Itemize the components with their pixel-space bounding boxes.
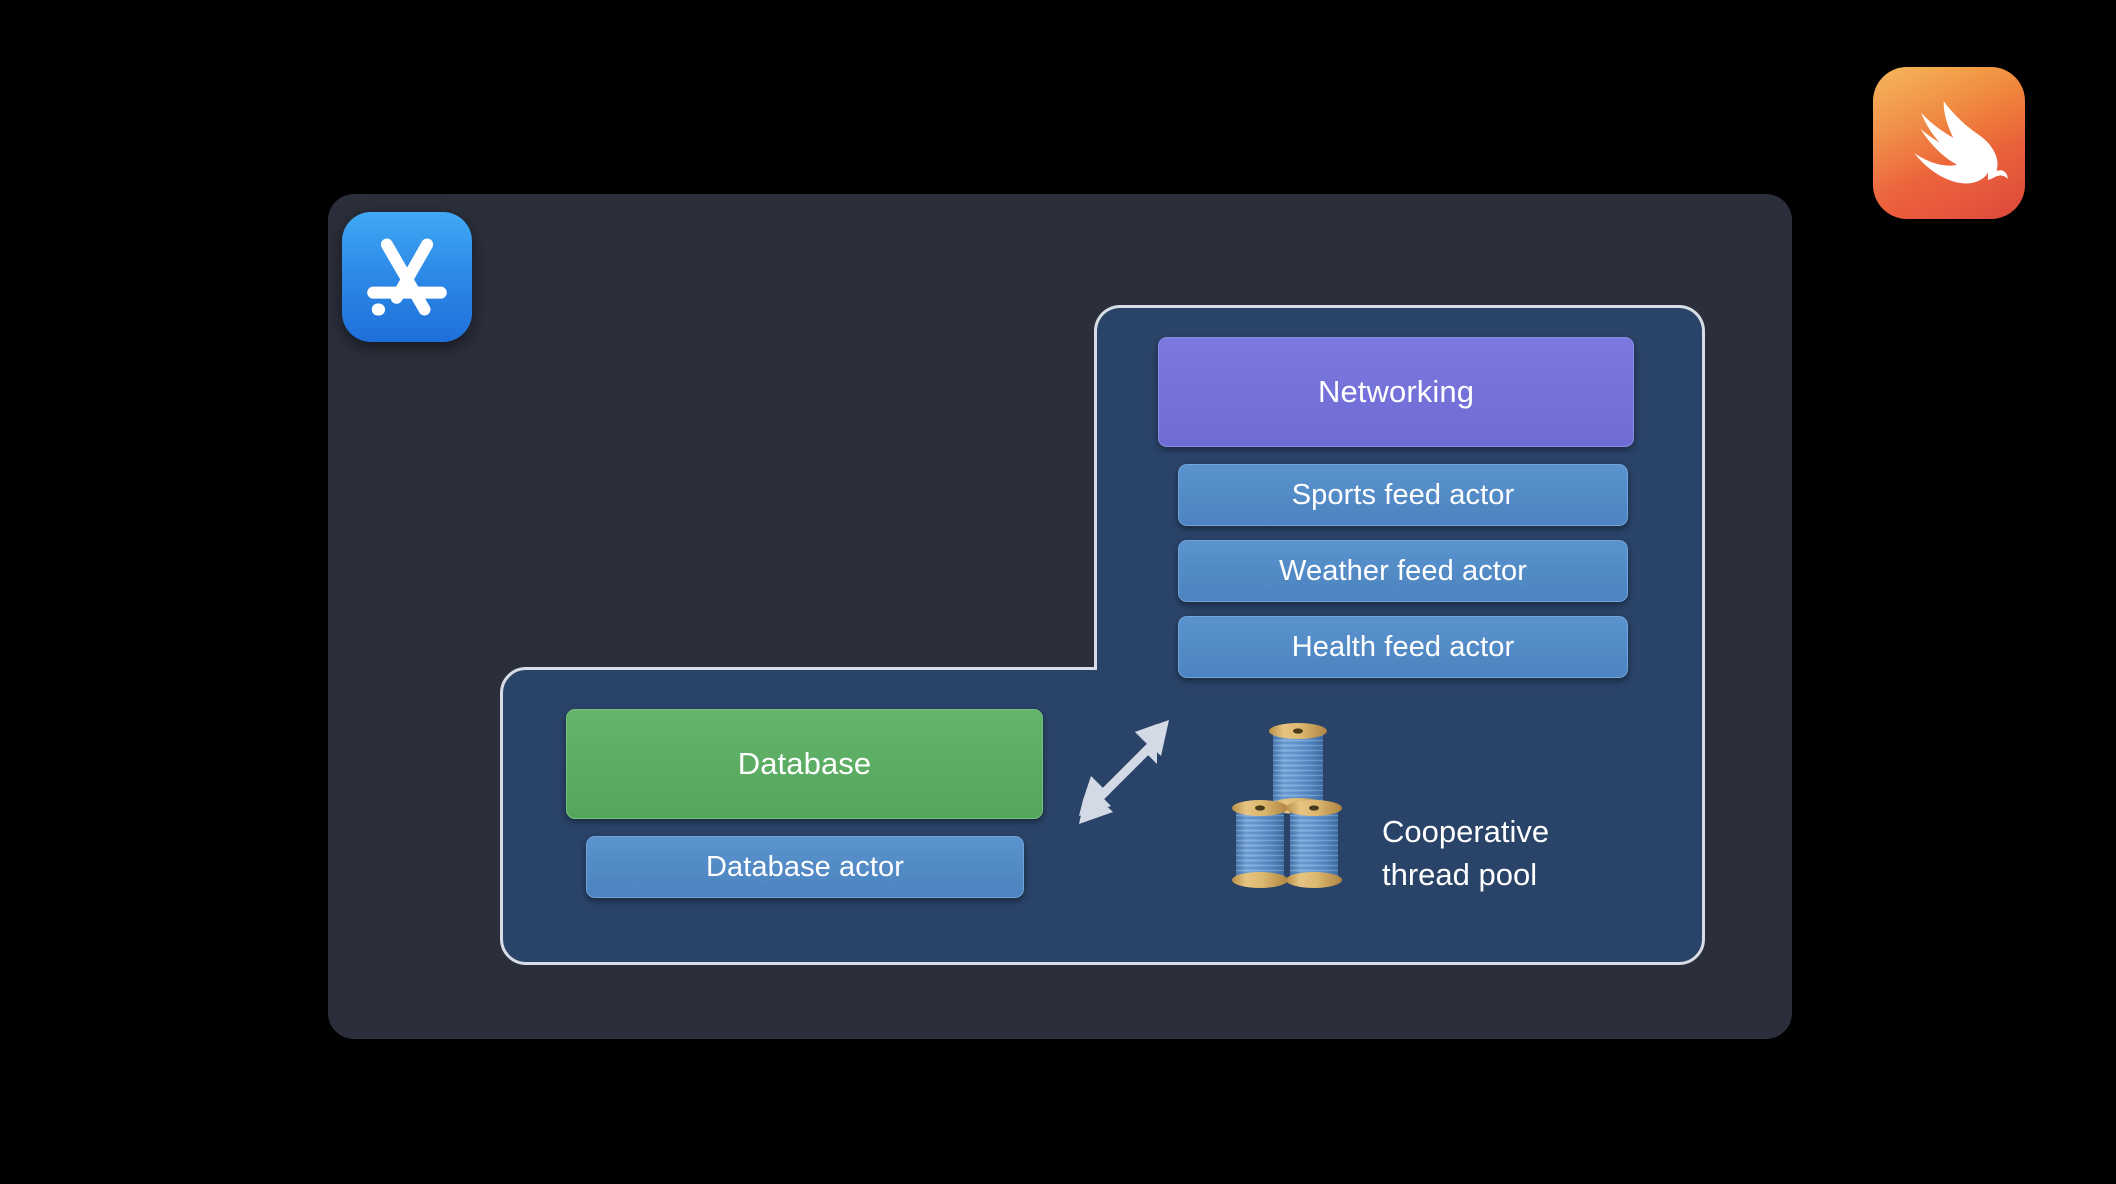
database-actor-box[interactable]: Database actor: [586, 836, 1024, 898]
sports-feed-actor-box[interactable]: Sports feed actor: [1178, 464, 1628, 526]
database-module-box[interactable]: Database: [566, 709, 1043, 819]
weather-feed-actor-box[interactable]: Weather feed actor: [1178, 540, 1628, 602]
thread-spools-icon: [1228, 707, 1368, 897]
swift-logo: [1873, 67, 2025, 219]
cooperative-thread-pool-caption: Cooperative thread pool: [1382, 810, 1632, 896]
caption-line-1: Cooperative: [1382, 814, 1550, 849]
app-store-logo: [342, 212, 472, 342]
caption-line-2: thread pool: [1382, 857, 1538, 892]
networking-module-box[interactable]: Networking: [1158, 337, 1634, 447]
health-feed-actor-box[interactable]: Health feed actor: [1178, 616, 1628, 678]
bidirectional-arrow-icon: [1065, 712, 1185, 832]
